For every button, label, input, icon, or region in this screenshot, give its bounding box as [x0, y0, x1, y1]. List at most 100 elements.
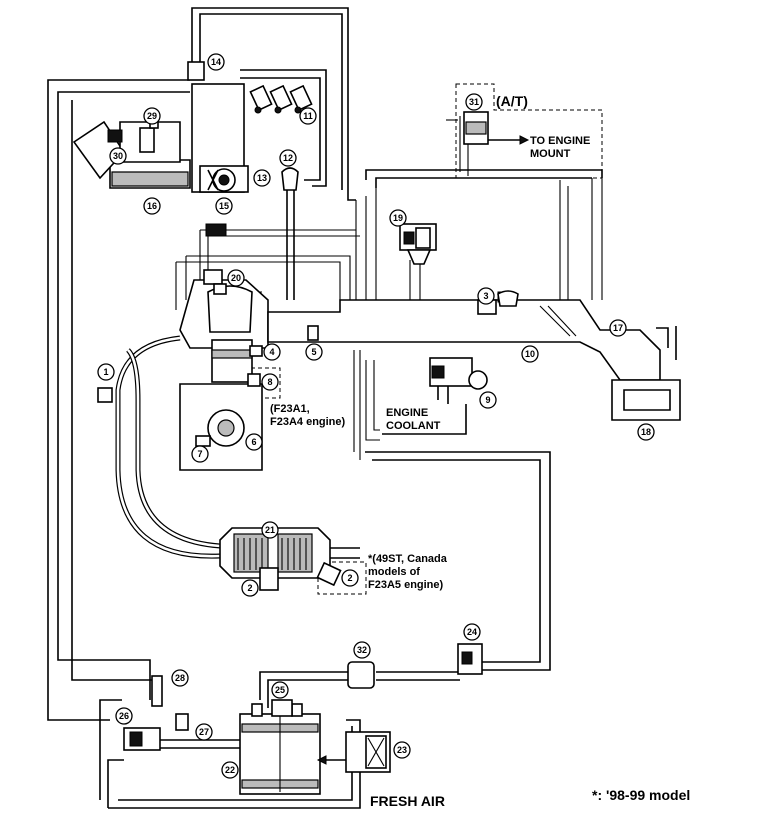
svg-text:6: 6: [251, 437, 256, 447]
sensor-8: [247, 373, 261, 387]
callout-31: 31: [465, 93, 483, 111]
svg-text:13: 13: [257, 173, 267, 183]
engine-coolant-line2: COOLANT: [386, 420, 441, 432]
svg-text:28: 28: [175, 673, 185, 683]
sensor-7: [195, 435, 211, 447]
svg-text:14: 14: [211, 57, 221, 67]
svg-text:3: 3: [483, 291, 488, 301]
at-label: (A/T): [496, 93, 528, 109]
fuel-injectors: [249, 84, 313, 114]
canister-control-cluster: [123, 675, 240, 751]
evap-canister: [239, 703, 321, 795]
svg-text:20: 20: [231, 273, 241, 283]
callout-22: 22: [221, 761, 239, 779]
to-engine-mount-line2: MOUNT: [530, 148, 571, 160]
callout-5: 5: [305, 343, 323, 361]
svg-text:1: 1: [103, 367, 108, 377]
svg-text:12: 12: [283, 153, 293, 163]
sensor-4: [249, 345, 263, 357]
throttle-body-assembly: [72, 119, 191, 189]
svg-text:2: 2: [247, 583, 252, 593]
callout-1: 1: [97, 363, 115, 381]
svg-text:17: 17: [613, 323, 623, 333]
fresh-air-label: FRESH AIR: [370, 793, 445, 809]
callout-6: 6: [245, 433, 263, 451]
callout-7: 7: [191, 445, 209, 463]
svg-text:9: 9: [485, 395, 490, 405]
callout-20: 20: [227, 269, 245, 287]
callout-2-f23a5: 2: [341, 569, 359, 587]
callout-24: 24: [463, 623, 481, 641]
callout-9: 9: [479, 391, 497, 409]
callout-28: 28: [171, 669, 189, 687]
svg-text:32: 32: [357, 645, 367, 655]
svg-text:19: 19: [393, 213, 403, 223]
callout-32: 32: [353, 641, 371, 659]
sensor-20: [213, 283, 227, 295]
callout-17: 17: [609, 319, 627, 337]
air-intake-elbow: [611, 326, 681, 421]
sensor-3: [497, 290, 519, 307]
engine-note-line1: (F23A1,: [270, 403, 310, 415]
egr-valve-assembly: [429, 357, 488, 404]
callout-18: 18: [637, 423, 655, 441]
callout-13: 13: [253, 169, 271, 187]
callout-21: 21: [261, 521, 279, 539]
purge-control-solenoid: [457, 643, 483, 675]
egr-control-solenoid: [399, 223, 437, 265]
pcv-valve: [281, 167, 299, 191]
svg-text:18: 18: [641, 427, 651, 437]
callouts: 1 2 3 4 5 6 7 8 9 10 11 12 13 14 15 16 1…: [97, 53, 655, 779]
svg-text:24: 24: [467, 627, 477, 637]
callout-25: 25: [271, 681, 289, 699]
svg-text:10: 10: [525, 349, 535, 359]
engine-coolant-line1: ENGINE: [386, 407, 428, 419]
engine-mount-solenoid: [463, 111, 530, 145]
callout-12: 12: [279, 149, 297, 167]
callout-19: 19: [389, 209, 407, 227]
intake-resonator-assembly: [187, 61, 249, 193]
callout-26: 26: [115, 707, 133, 725]
note49-line2: models of: [368, 566, 420, 578]
callout-14: 14: [207, 53, 225, 71]
callout-16: 16: [143, 197, 161, 215]
svg-text:5: 5: [311, 347, 316, 357]
text-labels: (A/T) TO ENGINE MOUNT (F23A1, F23A4 engi…: [270, 93, 690, 809]
two-way-valve-32: [347, 661, 375, 689]
callout-23: 23: [393, 741, 411, 759]
svg-text:16: 16: [147, 201, 157, 211]
callout-29: 29: [143, 107, 161, 125]
vent-shut-valve: [316, 731, 391, 773]
at-dashed-box: [455, 83, 603, 179]
svg-text:8: 8: [267, 377, 272, 387]
svg-text:27: 27: [199, 727, 209, 737]
svg-text:15: 15: [219, 201, 229, 211]
svg-text:22: 22: [225, 765, 235, 775]
callout-2-bottom: 2: [241, 579, 259, 597]
callout-8: 8: [261, 373, 279, 391]
svg-text:25: 25: [275, 685, 285, 695]
engine-note-line2: F23A4 engine): [270, 416, 346, 428]
catalytic-converter: [219, 527, 360, 591]
callout-10: 10: [521, 345, 539, 363]
callout-4: 4: [263, 343, 281, 361]
svg-text:7: 7: [197, 449, 202, 459]
callout-15: 15: [215, 197, 233, 215]
svg-text:30: 30: [113, 151, 123, 161]
model-note: *: '98-99 model: [592, 787, 690, 803]
callout-30: 30: [109, 147, 127, 165]
note49-line3: F23A5 engine): [368, 579, 444, 591]
svg-text:11: 11: [303, 111, 313, 121]
exhaust-pipe: [115, 335, 221, 559]
valve-25: [271, 699, 293, 717]
sensor-1: [97, 387, 113, 403]
svg-text:21: 21: [265, 525, 275, 535]
engine-coolant-underline: [382, 404, 467, 435]
callout-3: 3: [477, 287, 495, 305]
svg-text:26: 26: [119, 711, 129, 721]
svg-text:31: 31: [469, 97, 479, 107]
svg-text:4: 4: [269, 347, 274, 357]
svg-text:2: 2: [347, 573, 352, 583]
svg-text:29: 29: [147, 111, 157, 121]
